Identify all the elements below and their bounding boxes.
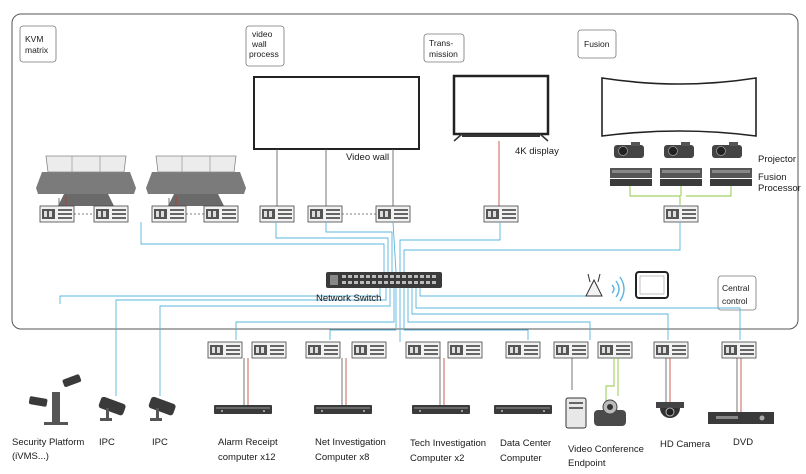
alarm-receipt-label-1: Alarm Receipt [218,437,278,448]
dvd-device [708,412,774,424]
datacenter-encoder [505,341,541,359]
alarm-encoder-2 [251,341,287,359]
video-conference-label-1: Video Conference [568,444,644,455]
data-center-label-1: Data Center [500,438,551,449]
kvm-encoder-3 [151,205,187,223]
net-investigation-computer [314,405,372,414]
ipc-2-label: IPC [152,437,168,448]
video-wall-screen [253,76,420,150]
fusion-processor-label-1: Fusion [758,172,787,183]
4k-display [452,74,550,142]
kvm-tag-line1: KVM [25,34,43,44]
hd-camera-device [656,402,684,418]
fusion-tag-line1: Fusion [584,39,610,49]
net-investigation-label-2: Computer x8 [315,452,369,463]
alarm-receipt-label-2: computer x12 [218,452,276,463]
central-control-tag: Central control [717,275,757,311]
net-encoder-2 [351,341,387,359]
tablet-icon [635,271,669,299]
security-platform-label-1: Security Platform [12,437,84,448]
dvd-encoder [721,341,757,359]
tech-encoder-2 [447,341,483,359]
fusion-processor-3 [710,168,752,186]
kvm-console-1 [35,155,137,207]
transmission-tag: Trans- mission [423,33,465,63]
4k-display-label: 4K display [515,146,559,157]
wall-decoder-3 [375,205,411,223]
projector-2 [663,141,695,159]
network-switch [326,272,442,288]
kvm-encoder-4 [203,205,239,223]
green-fusion-cables [629,186,732,205]
fusion-tag: Fusion [577,29,617,59]
projector-label: Projector [758,154,796,165]
projector-3 [711,141,743,159]
security-platform-cameras [28,374,82,425]
dvd-label: DVD [733,437,753,448]
wifi-icon [611,276,625,302]
ipc-1-label: IPC [99,437,115,448]
ipc-camera-1 [97,396,127,421]
kvm-encoder-2 [93,205,129,223]
fusion-processor-label-2: Processor [758,183,801,194]
net-investigation-label-1: Net Investigation [315,437,386,448]
fusion-curved-screen [601,77,757,137]
central-tag-line2: control [722,296,748,306]
security-platform-label-2: (iVMS...) [12,451,49,462]
wall-decoder-1 [259,205,295,223]
system-frame [11,13,799,330]
grey-cables-bottom [243,358,738,412]
wireless-router [585,273,603,297]
central-tag-line1: Central [722,283,750,293]
net-encoder-1 [305,341,341,359]
green-cables-bottom [605,358,619,404]
vw-tag-line3: process [249,49,279,59]
red-cables-top [65,141,500,208]
video-conference-endpoint [565,397,626,429]
tech-investigation-label-2: Computer x2 [410,453,464,464]
4k-decoder [483,205,519,223]
data-center-computer [494,405,552,414]
vc-encoder-2 [597,341,633,359]
vw-tag-line1: video [252,29,273,39]
alarm-encoder-1 [207,341,243,359]
fusion-processor-1 [610,168,652,186]
kvm-tag-line2: matrix [25,45,49,55]
alarm-receipt-computer [214,405,272,414]
hd-camera-label: HD Camera [660,439,711,450]
projector-1 [613,141,645,159]
tech-encoder-1 [405,341,441,359]
video-conference-label-2: Endpoint [568,458,606,469]
tech-investigation-computer [412,405,470,414]
vc-encoder-1 [553,341,589,359]
trans-tag-line2: mission [429,49,458,59]
hd-camera-encoder [653,341,689,359]
fusion-processor-2 [660,168,702,186]
kvm-console-2 [145,155,247,207]
red-cables-bottom [247,358,742,412]
kvm-encoder-1 [39,205,75,223]
trans-tag-line1: Trans- [429,38,453,48]
video-wall-process-tag: video wall process [245,25,285,67]
wall-decoder-2 [307,205,343,223]
video-wall-label: Video wall [346,152,389,163]
network-switch-label: Network Switch [316,293,381,304]
ipc-camera-2 [147,396,177,421]
kvm-matrix-tag: KVM matrix [19,25,57,63]
tech-investigation-label-1: Tech Investigation [410,438,486,449]
fusion-decoder [663,205,699,223]
data-center-label-2: Computer [500,453,542,464]
vw-tag-line2: wall [251,39,267,49]
network-cables [59,221,741,396]
